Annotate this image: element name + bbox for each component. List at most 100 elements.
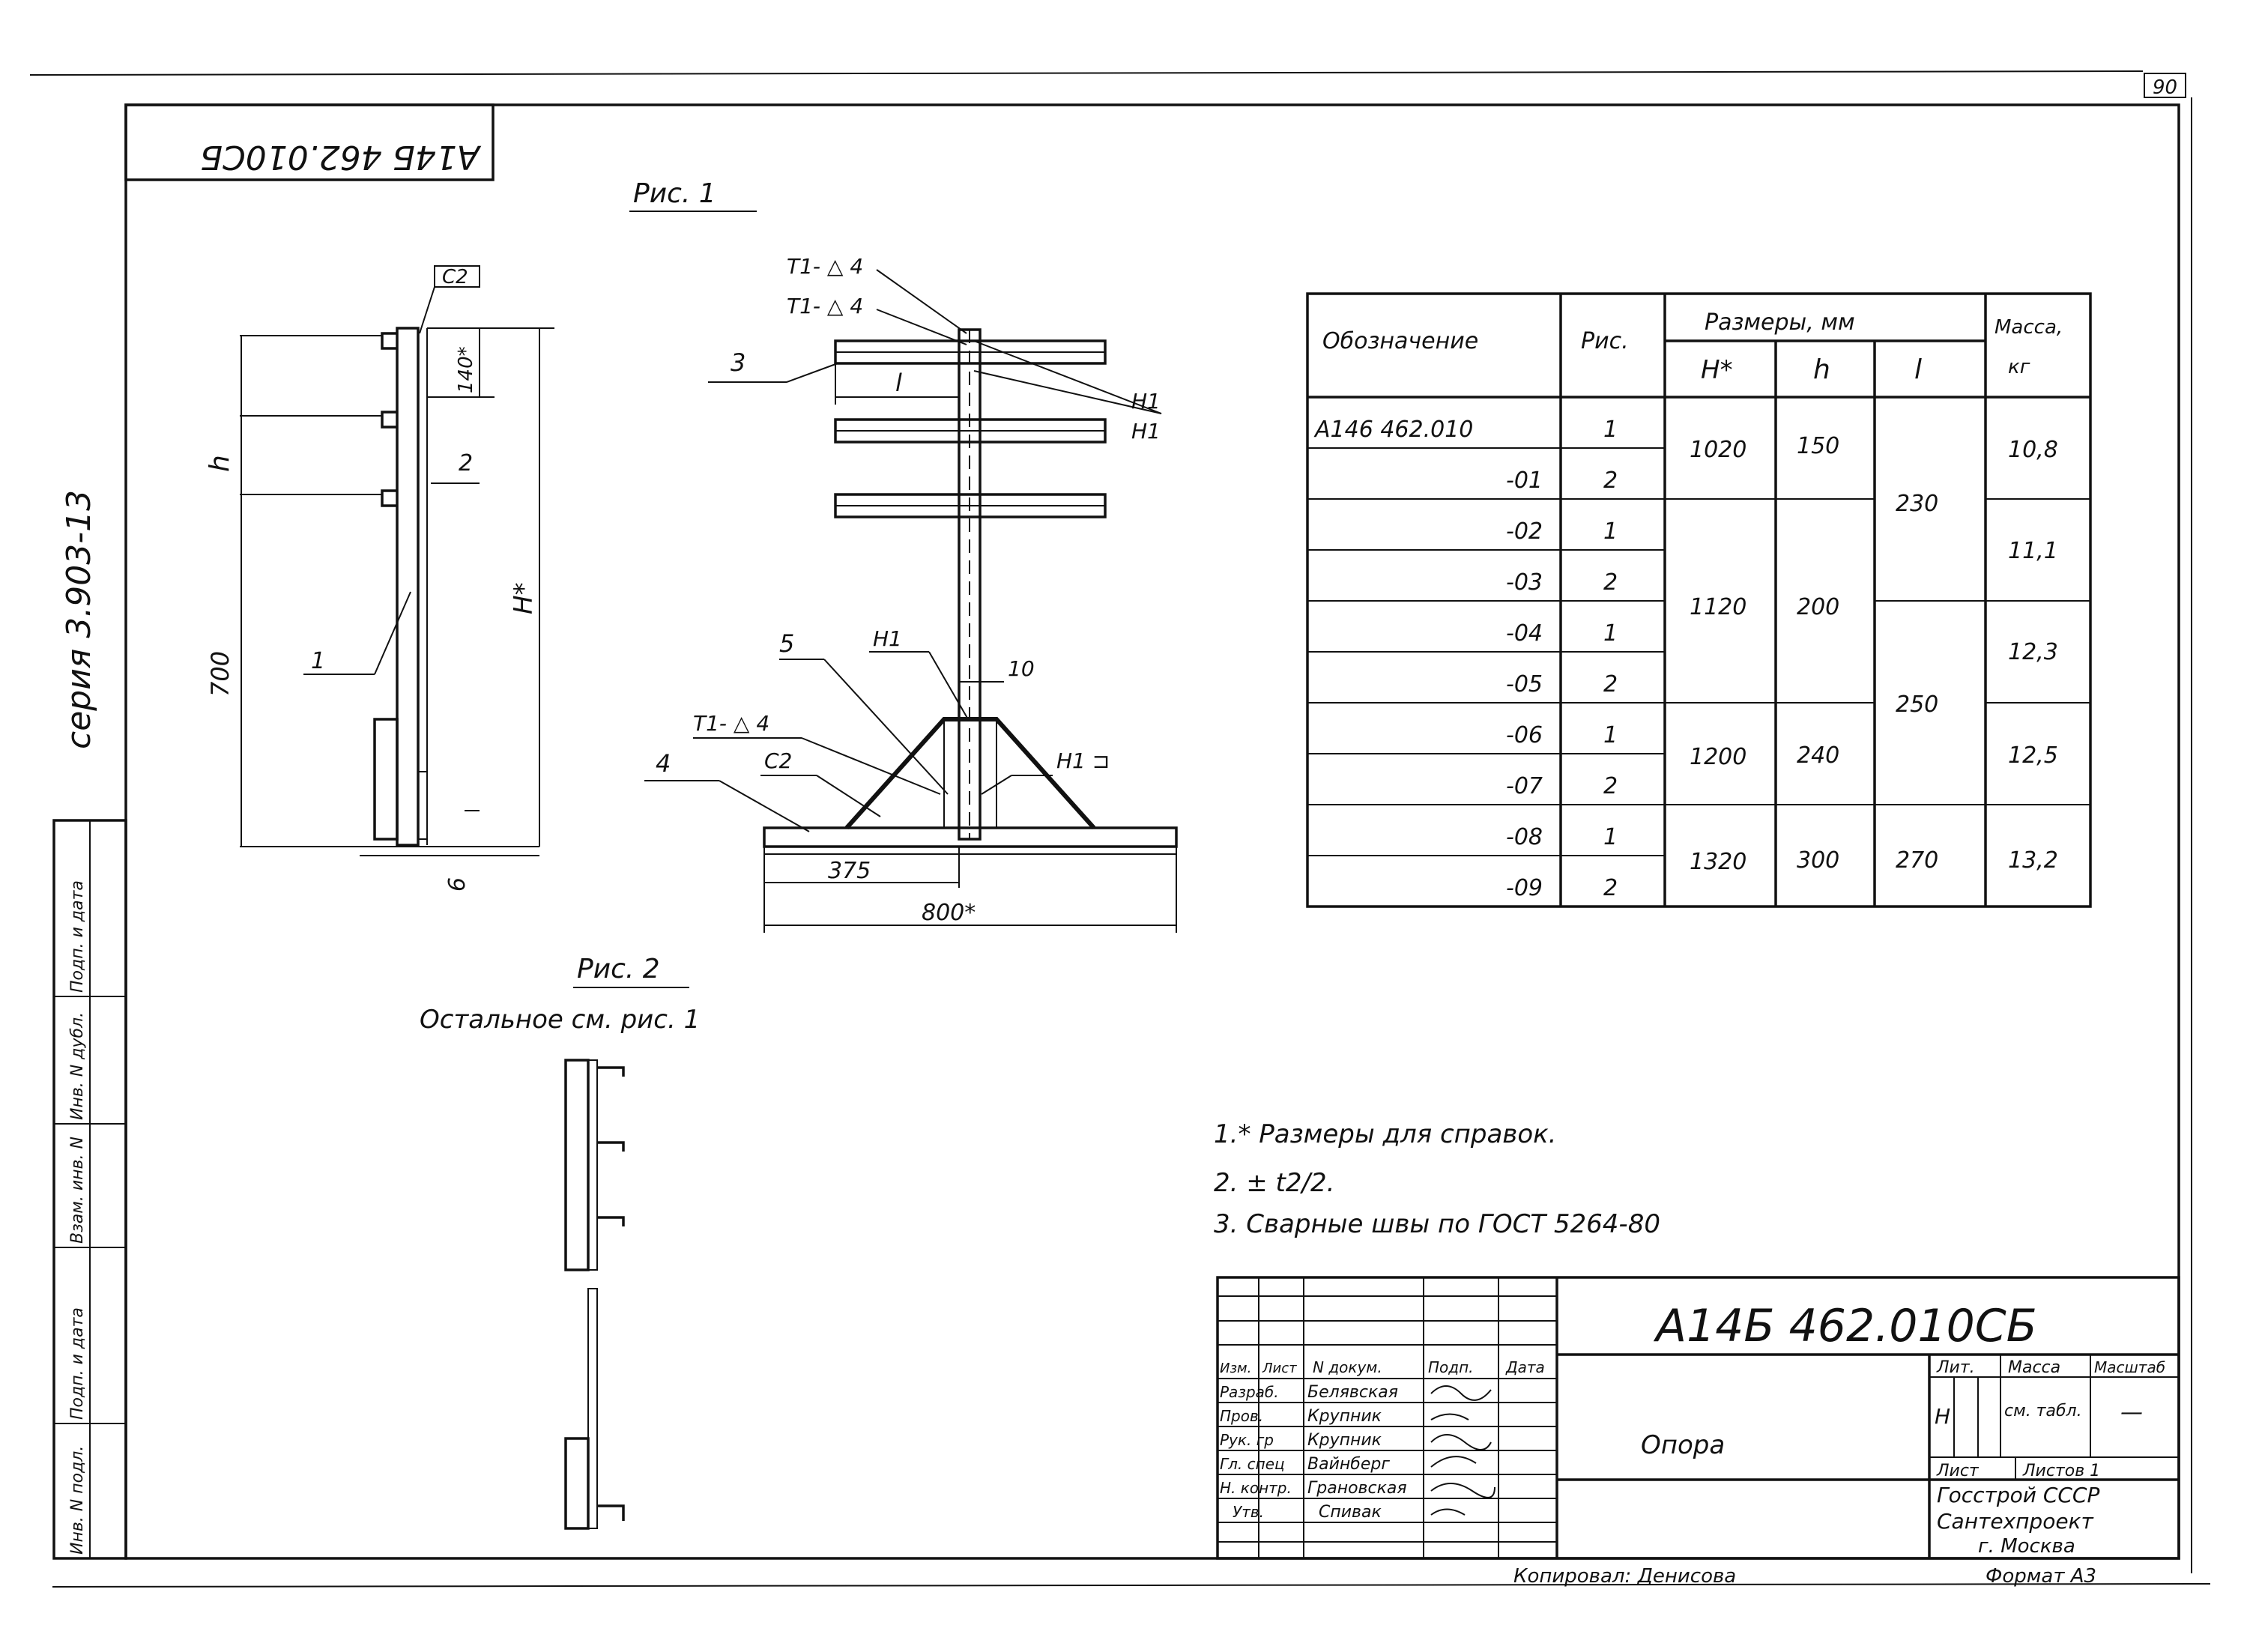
tb-col-doc: N докум. [1313,1358,1382,1376]
row-designation: -07 [1506,773,1543,799]
side-c2: С2 [442,266,468,288]
tb-person: Крупник [1307,1407,1382,1426]
left-strip: Инв. N подл. Подп. и дата Взам. инв. N И… [52,819,127,1560]
figure1-title: Рис. 1 [633,178,716,209]
row-figure: 2 [1603,875,1618,901]
figure1-front-view: Т1- △ 4 Т1- △ 4 3 l Н1 Н1 Н1 5 10 Т1- △ … [644,254,1178,933]
title-block: А14Б 462.010СБ Опора Изм. Лист N докум. … [1216,1276,2180,1560]
note-2: 2. ± t2/2. [1214,1168,1334,1198]
side-dim-6: 6 [444,877,471,892]
cell-l: 270 [1896,847,1938,874]
cell-mass: 12,3 [2008,639,2058,665]
front-c2: С2 [764,748,792,773]
format: Формат А3 [1986,1565,2096,1588]
tb-lit: Лит. [1936,1358,1975,1377]
figure1-side-view: Рис. 1 С2 140* h 2 1 700 H* 6 [205,178,757,892]
cell-H: 1020 [1690,437,1746,463]
front-weld-1: Т1- △ 4 [787,254,863,279]
front-pos-5: 5 [779,629,794,658]
cell-H: 1120 [1690,594,1746,620]
side-dim-700: 700 [206,651,235,697]
tb-col-izm: Изм. [1220,1361,1251,1376]
row-designation: -01 [1506,468,1543,494]
tb-person: Белявская [1307,1383,1398,1402]
row-figure: 2 [1603,569,1618,596]
side-dim-h: h [205,455,235,472]
front-pos-4: 4 [656,749,671,778]
cell-h: 240 [1797,742,1839,769]
rotated-code-box: A14Б 462.010СБ [124,103,495,181]
tb-name: Опора [1641,1430,1725,1460]
th-H: H* [1701,355,1733,385]
tb-person: Грановская [1307,1479,1407,1498]
side-pos-2: 2 [459,450,473,476]
cell-mass: 13,2 [2008,847,2058,874]
tb-scale-value: — [2120,1400,2143,1426]
tb-role: Рук. гр [1220,1431,1274,1449]
side-pos-1: 1 [311,648,325,674]
row-designation: -05 [1506,671,1543,698]
tb-role: Гл. спец [1220,1455,1285,1473]
tb-person: Спивак [1319,1503,1382,1522]
tb-code: А14Б 462.010СБ [1653,1300,2037,1352]
row-designation: -08 [1506,824,1543,850]
series-label: серия 3.903-13 [60,490,98,749]
th-l: l [1914,354,1922,385]
front-dim-800: 800* [922,900,976,926]
tb-person: Вайнберг [1307,1455,1390,1474]
page-number: 90 [2153,76,2177,99]
front-dim-l: l [895,369,902,397]
front-weld-2: Т1- △ 4 [787,294,863,318]
side-dim-140: 140* [455,346,477,393]
notes: 1.* Размеры для справок. 2. ± t2/2. 3. С… [1214,1119,1660,1239]
tb-role: Н. контр. [1220,1479,1292,1497]
row-figure: 1 [1603,722,1618,748]
row-designation: А146 462.010 [1313,417,1473,443]
front-dim-375: 375 [828,858,871,884]
cell-mass: 11,1 [2008,538,2058,564]
tb-lit-value: Н [1935,1404,1950,1429]
th-mass-2: кг [2008,356,2030,378]
strip-podp-2: Подп. и дата [68,880,87,993]
cell-H: 1200 [1690,744,1746,770]
front-h1-c: Н1 [873,626,902,651]
tb-role: Разраб. [1220,1383,1279,1401]
front-weld-3: Т1- △ 4 [693,711,769,736]
front-h1-b: Н1 [1131,419,1161,444]
figure2-note: Остальное см. рис. 1 [420,1005,700,1035]
row-figure: 2 [1603,773,1618,799]
tb-sheets: Листов 1 [2022,1462,2100,1480]
th-designation: Обозначение [1322,328,1478,354]
signature-squiggles [1430,1385,1495,1516]
row-designation: -02 [1506,518,1543,545]
row-figure: 1 [1603,620,1618,647]
th-figure: Рис. [1581,328,1629,354]
cell-mass: 10,8 [2008,437,2058,463]
tb-col-podp: Подп. [1428,1358,1474,1376]
row-figure: 2 [1603,468,1618,494]
tb-col-list: Лист [1262,1361,1297,1376]
tb-org-1: Госстрой СССР [1937,1483,2099,1507]
side-dim-H: H* [509,582,539,614]
strip-inv-dubl: Инв. N дубл. [68,1012,87,1120]
front-h1-d: Н1 ⊐ [1056,748,1110,773]
th-mass-1: Масса, [1994,316,2063,339]
tb-org-2: Сантехпроект [1937,1509,2093,1534]
figure2: Рис. 2 Остальное см. рис. 1 [420,954,700,1530]
sizes-table: Обозначение Рис. Размеры, мм H* h l Масс… [1306,292,2092,908]
cell-l: 250 [1896,692,1938,718]
row-figure: 1 [1603,824,1618,850]
note-1: 1.* Размеры для справок. [1214,1119,1557,1149]
tb-person: Крупник [1307,1431,1382,1450]
cell-h: 200 [1797,594,1839,620]
copied-by: Копировал: Денисова [1513,1565,1736,1588]
tb-role: Пров. [1220,1407,1263,1425]
strip-inv-podl: Инв. N подл. [68,1446,87,1555]
tb-mass-value: см. табл. [2004,1402,2082,1420]
note-3: 3. Сварные швы по ГОСТ 5264-80 [1214,1209,1660,1239]
cell-h: 150 [1797,433,1839,459]
tb-mass: Масса [2008,1358,2060,1377]
row-figure: 2 [1603,671,1618,698]
front-pos-3: 3 [731,348,746,377]
